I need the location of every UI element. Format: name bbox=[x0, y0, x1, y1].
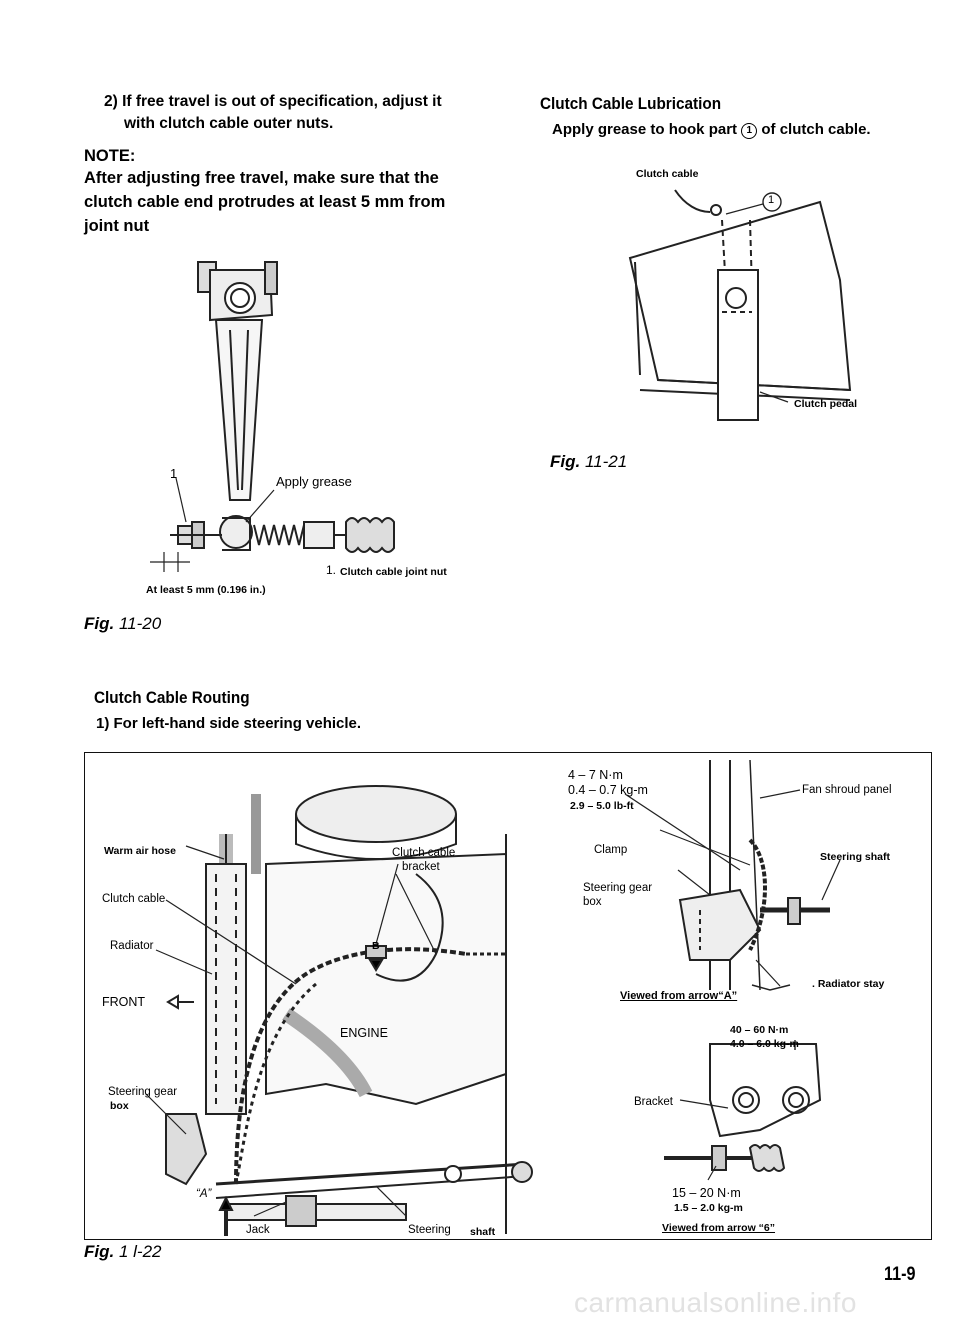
radiator-label: Radiator bbox=[110, 940, 154, 952]
detail-a-drawing bbox=[624, 760, 841, 991]
legend-number: 1. bbox=[326, 563, 337, 577]
apply-grease-label: Apply grease bbox=[276, 474, 352, 489]
detail-b-torque-nm: 40 – 60 N·m bbox=[730, 1024, 789, 1036]
detail-b-bracket-drawing bbox=[664, 1040, 822, 1181]
fig-11-22-frame bbox=[84, 752, 932, 1240]
dimension-at-least-5mm: At least 5 mm (0.196 in.) bbox=[146, 584, 266, 596]
box-label: box bbox=[110, 1100, 129, 1112]
fig-11-21-caption: Fig. 11-21 bbox=[550, 452, 627, 472]
radiator-stay-label: . Radiator stay bbox=[812, 978, 885, 990]
bracket-label: Bracket bbox=[634, 1096, 673, 1108]
fig-11-20-callout-1: 1 bbox=[170, 466, 178, 481]
clutch-cable-bracket-label-2: bracket bbox=[402, 861, 440, 873]
steering-gear-box-label-a-1: Steering gear bbox=[583, 882, 653, 894]
engine-label: ENGINE bbox=[340, 1026, 388, 1040]
legend-clutch-cable-joint-nut: Clutch cable joint nut bbox=[340, 566, 447, 578]
clutch-cable-label: Clutch cable bbox=[636, 168, 699, 180]
steering-shaft-label-2: shaft bbox=[470, 1226, 496, 1238]
note-line-3: joint nut bbox=[84, 217, 150, 235]
detail-b-torque-kgm: 4.0 – 6.0 kg-m bbox=[730, 1038, 799, 1050]
instruction-text-post: of clutch cable. bbox=[761, 121, 871, 138]
detail-b-torque-nm-2: 15 – 20 N·m bbox=[672, 1186, 741, 1200]
fig-11-20-caption: Fig. 11-20 bbox=[84, 614, 161, 634]
fig-11-22-caption: Fig. 1 l-22 bbox=[84, 1242, 161, 1262]
fig-11-20-clutch-arm-drawing bbox=[150, 261, 395, 572]
warm-air-hose-label: Warm air hose bbox=[104, 845, 176, 857]
note-label: NOTE: bbox=[84, 147, 136, 165]
a-marker-label: “A” bbox=[196, 1188, 212, 1200]
fig-prefix: Fig. bbox=[550, 452, 581, 471]
steering-gear-label: Steering gear bbox=[108, 1086, 178, 1098]
instruction-circled-number: 1 bbox=[741, 123, 758, 139]
clamp-label: Clamp bbox=[594, 844, 628, 856]
fan-shroud-panel-label: Fan shroud panel bbox=[802, 784, 892, 796]
b-marker-label: B bbox=[372, 940, 380, 952]
fig-11-21-callout-1: 1 bbox=[768, 194, 775, 206]
detail-b-torque-kgm-2: 1.5 – 2.0 kg-m bbox=[674, 1202, 743, 1214]
clutch-cable-label-routing: Clutch cable bbox=[102, 893, 166, 905]
instruction-text-pre: Apply grease to hook part bbox=[552, 121, 738, 138]
steering-gear-box-label-a-2: box bbox=[583, 896, 602, 908]
clutch-cable-routing-heading: Clutch Cable Routing bbox=[94, 688, 250, 707]
routing-subheading: 1) For left-hand side steering vehicle. bbox=[96, 715, 362, 732]
clutch-cable-bracket-label-1: Clutch cable bbox=[392, 847, 456, 859]
fig-number: 1 l-22 bbox=[118, 1242, 162, 1261]
watermark: carmanualsonline.info bbox=[574, 1287, 857, 1318]
engine-routing-drawing bbox=[145, 785, 533, 1236]
step-2-line-2: with clutch cable outer nuts. bbox=[124, 115, 334, 132]
step-2-line-1: 2) If free travel is out of specificatio… bbox=[104, 93, 442, 110]
fig-prefix: Fig. bbox=[84, 614, 115, 633]
page-number: 11-9 bbox=[884, 1264, 916, 1285]
detail-a-torque-nm: 4 – 7 N·m bbox=[568, 768, 623, 782]
note-line-1: After adjusting free travel, make sure t… bbox=[84, 169, 439, 187]
fig-number: 11-20 bbox=[118, 614, 162, 633]
detail-a-torque-kgm: 0.4 – 0.7 kg-m bbox=[568, 783, 648, 797]
detail-b-viewed-from-label: Viewed from arrow “6” bbox=[662, 1222, 776, 1234]
note-line-2: clutch cable end protrudes at least 5 mm… bbox=[84, 193, 446, 211]
jack-label: Jack bbox=[246, 1224, 270, 1236]
fig-11-21-clutch-pedal-drawing bbox=[628, 189, 852, 421]
clutch-cable-lubrication-heading: Clutch Cable Lubrication bbox=[540, 94, 722, 113]
fig-prefix: Fig. bbox=[84, 1242, 115, 1261]
front-label: FRONT bbox=[102, 995, 146, 1009]
fig-number: 11-21 bbox=[584, 452, 628, 471]
detail-a-viewed-from-label: Viewed from arrow“A” bbox=[620, 990, 738, 1002]
steering-shaft-label-1: Steering bbox=[408, 1224, 451, 1236]
lubrication-instruction: Apply grease to hook part 1 of clutch ca… bbox=[552, 118, 871, 142]
detail-a-torque-lbft: 2.9 – 5.0 lb-ft bbox=[570, 800, 634, 812]
steering-shaft-label-a: Steering shaft bbox=[820, 851, 891, 863]
clutch-pedal-label: Clutch pedal bbox=[794, 398, 858, 410]
